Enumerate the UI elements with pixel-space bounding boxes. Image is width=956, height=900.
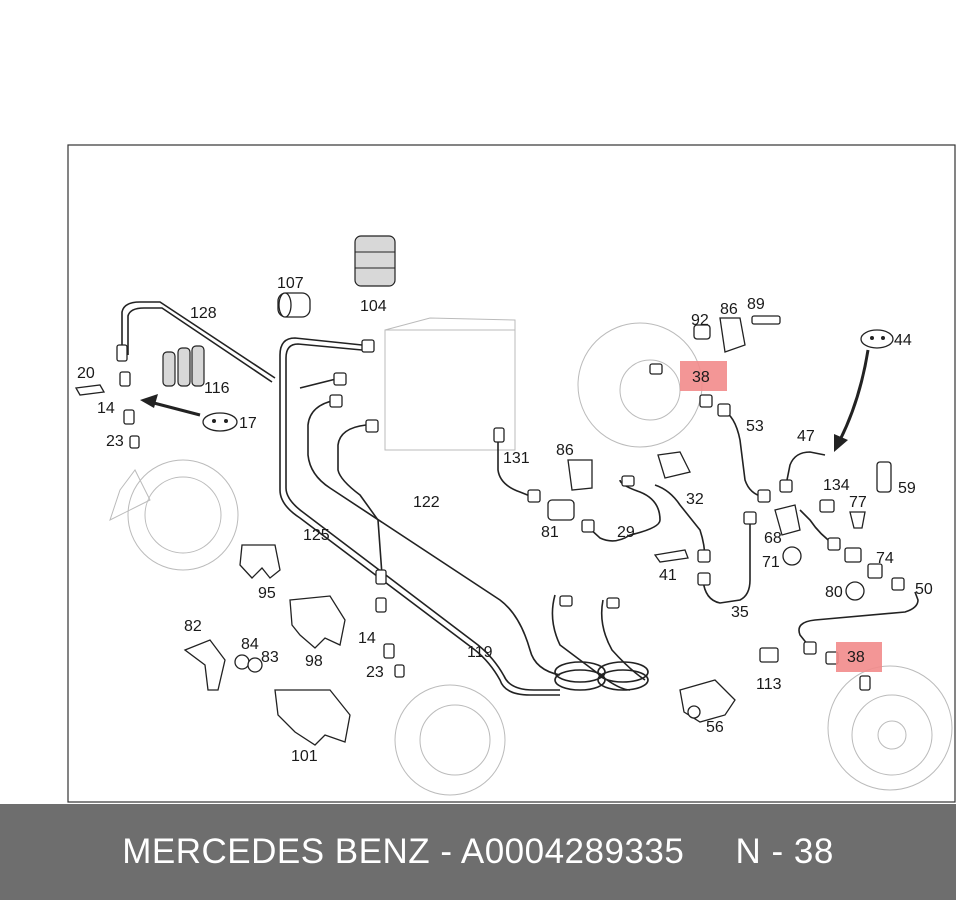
label-101: 101 (291, 748, 318, 765)
label-20: 20 (77, 365, 95, 382)
brake-lines-diagram: 128 107 104 20 116 14 17 23 131 122 125 … (67, 144, 956, 803)
brand-name: MERCEDES BENZ (122, 832, 431, 871)
label-50: 50 (915, 581, 933, 598)
label-82: 82 (184, 618, 202, 635)
label-95: 95 (258, 585, 276, 602)
label-92: 92 (691, 312, 709, 329)
label-83: 83 (261, 649, 279, 666)
label-77: 77 (849, 494, 867, 511)
spacer (684, 832, 735, 871)
label-98: 98 (305, 653, 323, 670)
label-113: 113 (756, 676, 782, 693)
label-81: 81 (541, 524, 559, 541)
label-44: 44 (894, 332, 912, 349)
label-107: 107 (277, 275, 304, 292)
diagram-frame (67, 144, 956, 803)
label-80: 80 (825, 584, 843, 601)
standalone-parts (74, 235, 894, 746)
label-122: 122 (413, 494, 440, 511)
label-47: 47 (797, 428, 815, 445)
label-38: 38 (847, 649, 865, 666)
position-number: N - 38 (735, 832, 834, 871)
label-23: 23 (366, 664, 384, 681)
label-104: 104 (360, 298, 387, 315)
callout-labels: 128 107 104 20 116 14 17 23 131 122 125 … (77, 275, 933, 765)
label-128: 128 (190, 305, 217, 322)
label-125: 125 (303, 527, 330, 544)
highlight-38-upper (680, 361, 727, 391)
footer-bar: MERCEDES BENZ - A0004289335 N - 38 (0, 804, 956, 900)
label-29: 29 (617, 524, 635, 541)
label-59: 59 (898, 480, 916, 497)
separator: - (430, 832, 461, 871)
footer-text: MERCEDES BENZ - A0004289335 N - 38 (122, 832, 834, 872)
part-number: A0004289335 (460, 832, 685, 871)
label-89: 89 (747, 296, 765, 313)
label-38: 38 (692, 369, 710, 386)
label-32: 32 (686, 491, 704, 508)
label-116: 116 (204, 380, 230, 397)
label-86: 86 (556, 442, 574, 459)
pipe-fittings (116, 339, 905, 691)
background-components (109, 317, 953, 796)
brake-pipes (121, 301, 919, 696)
label-74: 74 (876, 550, 894, 567)
label-84: 84 (241, 636, 259, 653)
label-14: 14 (358, 630, 376, 647)
label-68: 68 (764, 530, 782, 547)
label-71: 71 (762, 554, 780, 571)
label-35: 35 (731, 604, 749, 621)
label-14: 14 (97, 400, 115, 417)
label-131: 131 (503, 450, 530, 467)
highlight-38-lower (836, 642, 882, 672)
label-119: 119 (467, 644, 493, 661)
label-53: 53 (746, 418, 764, 435)
label-56: 56 (706, 719, 724, 736)
label-134: 134 (823, 477, 850, 494)
label-86: 86 (720, 301, 738, 318)
label-23: 23 (106, 433, 124, 450)
label-17: 17 (239, 415, 257, 432)
label-41: 41 (659, 567, 677, 584)
